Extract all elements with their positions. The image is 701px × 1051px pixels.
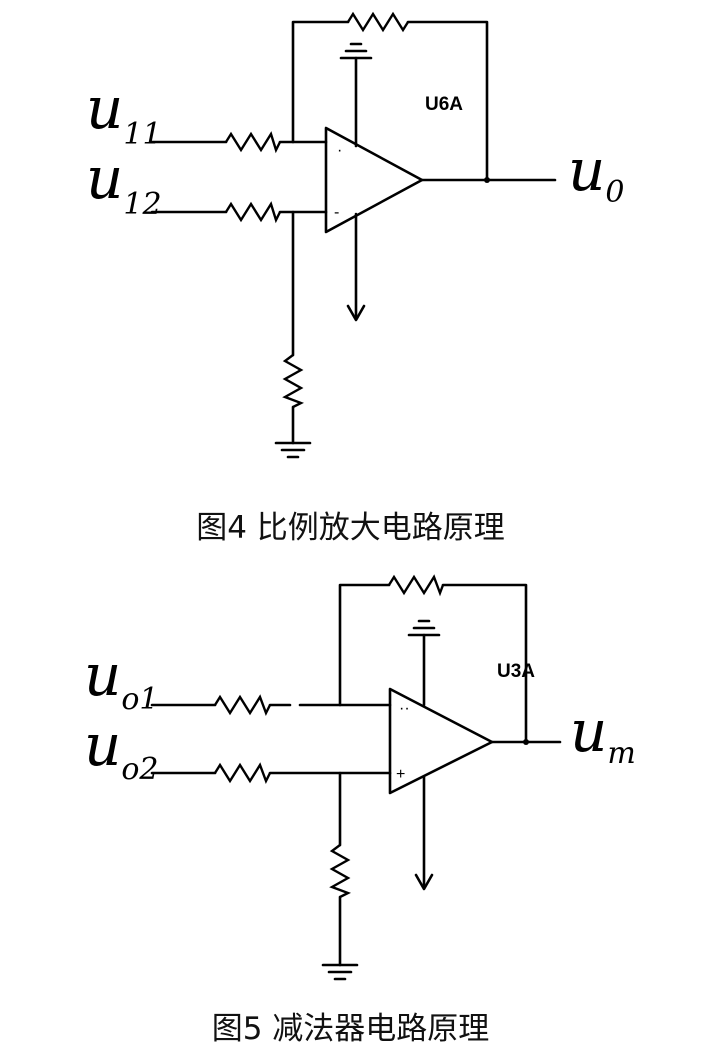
input1-label: u11 [86, 74, 162, 152]
input2-label: u12 [86, 144, 162, 222]
supply-ground-icon [339, 42, 373, 60]
op-amp-bottom-pin: + [396, 766, 405, 783]
subtractor-circuit: ·· + U3A uo1 uo2 um [84, 574, 636, 981]
proportional-amplifier-circuit: · - U6A u11 u12 u0 [86, 11, 624, 459]
ground-icon [274, 441, 312, 459]
input2-label: uo2 [84, 711, 159, 787]
op-amp-bottom-pin: - [334, 204, 339, 221]
op-amp-top-pin: · [337, 142, 342, 159]
ground-icon [321, 963, 359, 981]
input2-resistor [224, 201, 282, 224]
figure4-caption: 图4 比例放大电路原理 [196, 510, 505, 546]
supply-ground-icon [407, 619, 441, 637]
feedback-wire [338, 583, 528, 744]
input2-resistor [213, 762, 272, 784]
supply-arrow-icon [414, 873, 434, 891]
op-amp-triangle [388, 687, 494, 795]
feedback-resistor [387, 574, 445, 597]
output-label: u0 [568, 136, 624, 210]
ground-resistor [329, 844, 351, 899]
input1-resistor [213, 694, 272, 716]
op-amp-triangle [324, 126, 424, 234]
ground-resistor [282, 354, 304, 409]
input1-resistor [224, 131, 282, 154]
input1-label: uo1 [84, 641, 159, 717]
part-label: U6A [425, 94, 463, 115]
supply-arrow-icon [346, 304, 366, 322]
output-junction [484, 177, 490, 183]
feedback-resistor [346, 11, 410, 33]
feedback-wire [291, 20, 489, 182]
op-amp-top-pin: ·· [399, 700, 410, 717]
output-junction [523, 739, 529, 745]
figure5-caption: 图5 减法器电路原理 [211, 1011, 490, 1047]
part-label: U3A [497, 661, 535, 682]
output-label: um [570, 697, 636, 771]
